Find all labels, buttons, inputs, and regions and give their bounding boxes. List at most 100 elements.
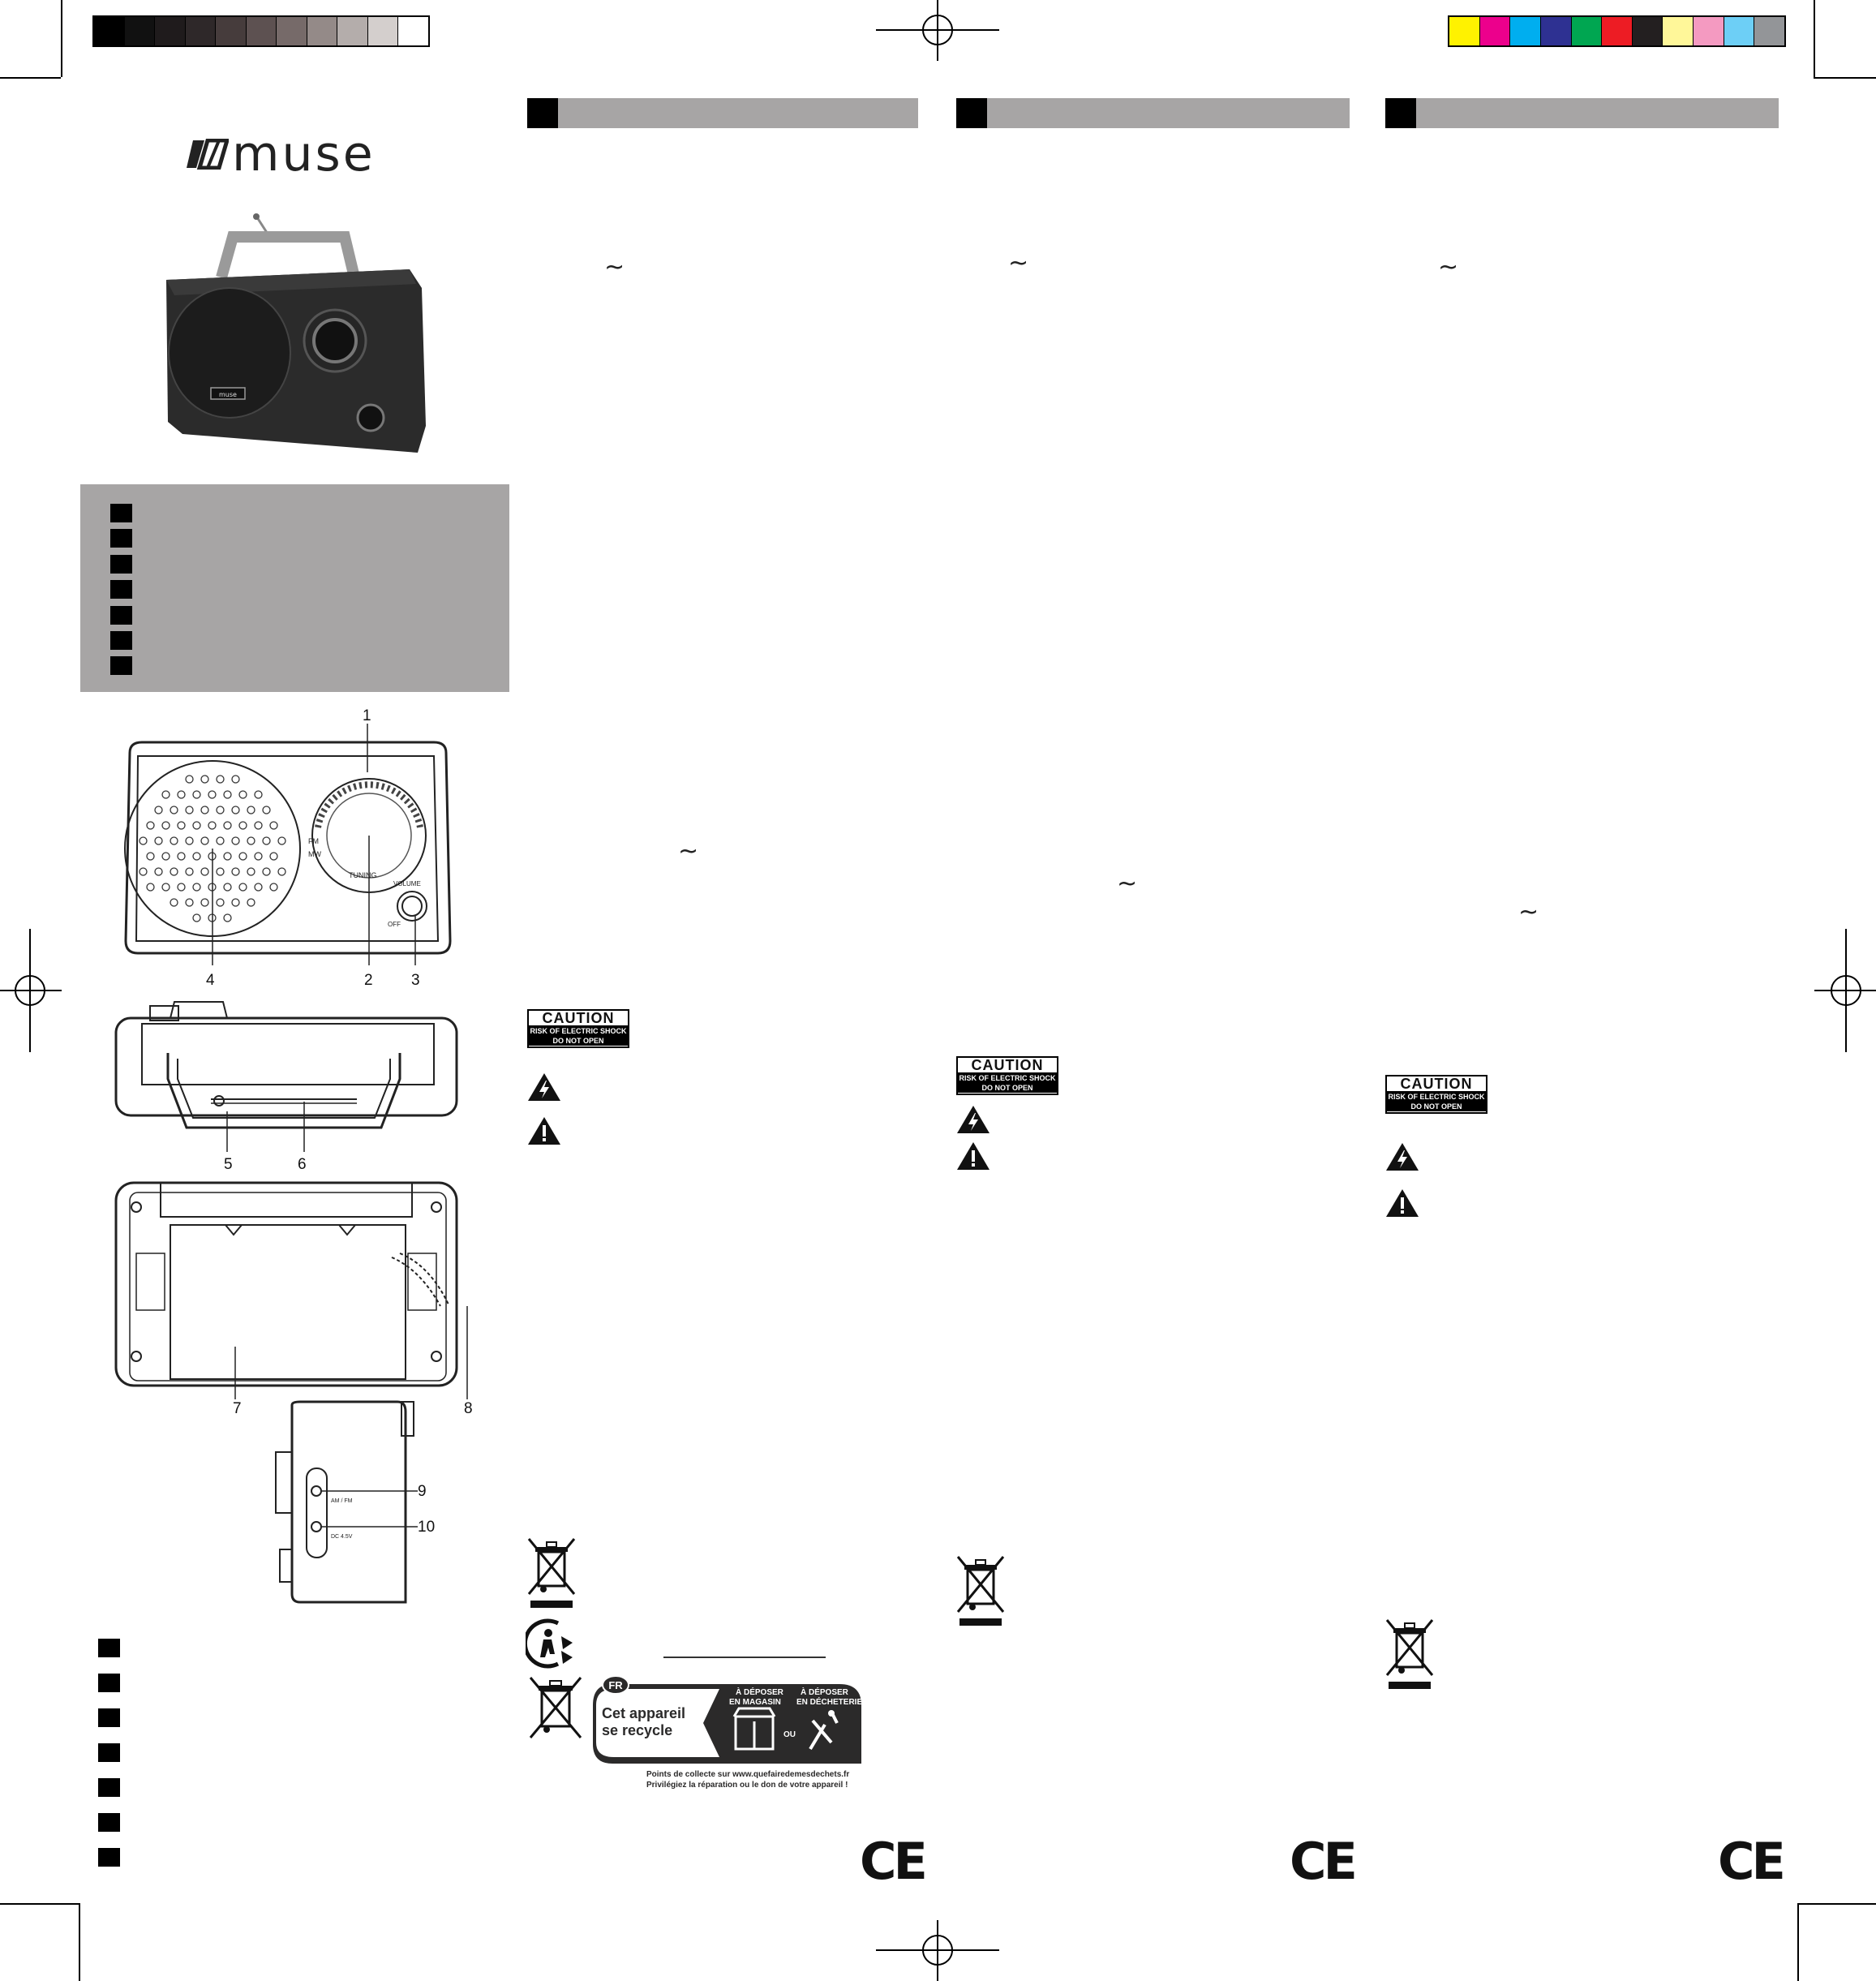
grill-hole — [231, 898, 240, 907]
callout-1: 1 — [363, 707, 371, 724]
grayscale-swatch — [337, 17, 368, 45]
svg-text:OFF: OFF — [388, 921, 401, 928]
grill-hole — [269, 821, 278, 830]
grill-hole — [254, 790, 263, 799]
exclamation-warning-icon — [1386, 1189, 1419, 1217]
language-marker — [110, 580, 132, 599]
grill-hole — [269, 852, 278, 861]
language-marker — [98, 1708, 120, 1727]
grill-hole — [185, 836, 194, 845]
grill-hole — [231, 836, 240, 845]
registration-mark — [1814, 929, 1876, 1052]
grill-hole — [161, 852, 170, 861]
grill-hole — [170, 898, 178, 907]
grill-hole — [223, 790, 232, 799]
back-view-diagram — [114, 1181, 468, 1399]
svg-text:TUNING: TUNING — [349, 871, 377, 879]
grill-hole — [170, 836, 178, 845]
language-marker — [110, 504, 132, 522]
grill-hole — [223, 883, 232, 892]
color-swatch — [1602, 17, 1633, 45]
ce-mark: CE — [1718, 1832, 1786, 1891]
language-marker — [956, 98, 987, 128]
grill-hole — [177, 883, 186, 892]
grill-hole — [216, 775, 225, 784]
color-swatch — [1479, 17, 1511, 45]
lightning-warning-icon — [1386, 1143, 1419, 1171]
svg-text:À DÉPOSER: À DÉPOSER — [801, 1687, 849, 1697]
triman-icon — [526, 1618, 573, 1669]
grill-hole — [216, 806, 225, 814]
language-marker — [1385, 98, 1416, 128]
logo-mark-icon — [187, 139, 229, 170]
callout-7: 7 — [233, 1400, 242, 1417]
grayscale-swatch — [94, 17, 125, 45]
grill-hole — [146, 883, 155, 892]
grill-hole — [154, 836, 163, 845]
color-swatch — [1571, 17, 1603, 45]
grill-hole — [247, 836, 255, 845]
grayscale-swatch — [155, 17, 186, 45]
grill-hole — [223, 821, 232, 830]
ce-mark: CE — [860, 1832, 928, 1891]
ac-symbol: ~ — [1008, 249, 1029, 277]
ac-symbol: ~ — [678, 837, 699, 866]
color-swatch — [1754, 17, 1785, 45]
grill-hole — [146, 852, 155, 861]
weee-bin-icon — [956, 1556, 1005, 1626]
color-swatch — [1540, 17, 1572, 45]
svg-text:VOLUME: VOLUME — [393, 880, 421, 887]
svg-text:Cet appareil: Cet appareil — [602, 1705, 685, 1721]
grill-hole — [216, 867, 225, 876]
language-marker — [110, 606, 132, 625]
color-swatch — [1724, 17, 1755, 45]
grill-hole — [200, 836, 209, 845]
language-marker — [98, 1778, 120, 1797]
svg-text:se recycle: se recycle — [602, 1722, 672, 1738]
column-header-2 — [956, 98, 1350, 128]
grill-hole — [185, 806, 194, 814]
callout-3: 3 — [411, 972, 420, 989]
registration-mark — [0, 929, 62, 1052]
exclamation-warning-icon — [528, 1117, 560, 1145]
language-marker — [110, 631, 132, 650]
svg-text:AM / FM: AM / FM — [331, 1498, 353, 1504]
grill-hole — [254, 821, 263, 830]
grill-hole — [192, 821, 201, 830]
crop-mark — [0, 1903, 79, 1905]
language-marker — [527, 98, 558, 128]
callout-6: 6 — [298, 1156, 307, 1173]
grill-hole — [139, 867, 148, 876]
language-marker — [98, 1848, 120, 1867]
caution-label: CAUTION RISK OF ELECTRIC SHOCK DO NOT OP… — [1385, 1075, 1487, 1114]
grill-hole — [146, 821, 155, 830]
grill-hole — [254, 883, 263, 892]
grill-hole — [200, 806, 209, 814]
ce-mark: CE — [1290, 1832, 1358, 1891]
grill-hole — [216, 898, 225, 907]
side-view-diagram: AM / FM DC 4.5V — [275, 1400, 418, 1604]
lightning-warning-icon — [957, 1106, 990, 1133]
weee-bin-icon — [529, 1677, 582, 1738]
grill-hole — [185, 775, 194, 784]
grill-hole — [231, 867, 240, 876]
svg-text:EN MAGASIN: EN MAGASIN — [729, 1698, 781, 1707]
svg-text:MW: MW — [308, 850, 321, 858]
grill-hole — [200, 867, 209, 876]
svg-text:FR: FR — [608, 1679, 623, 1691]
grill-hole — [200, 775, 209, 784]
language-panel — [80, 484, 509, 692]
grill-hole — [192, 790, 201, 799]
color-swatch — [1449, 17, 1480, 45]
front-view-diagram: TUNING FM MW VOLUME OFF — [124, 724, 452, 965]
column-header-1 — [527, 98, 918, 128]
ac-symbol: ~ — [604, 253, 625, 281]
svg-text:EN DÉCHETERIE: EN DÉCHETERIE — [796, 1696, 861, 1707]
grill-hole — [208, 821, 217, 830]
grill-hole — [238, 821, 247, 830]
grill-hole — [223, 852, 232, 861]
grayscale-swatch — [216, 17, 247, 45]
registration-mark — [876, 1920, 999, 1981]
grill-hole — [238, 790, 247, 799]
svg-text:FM: FM — [308, 837, 319, 845]
